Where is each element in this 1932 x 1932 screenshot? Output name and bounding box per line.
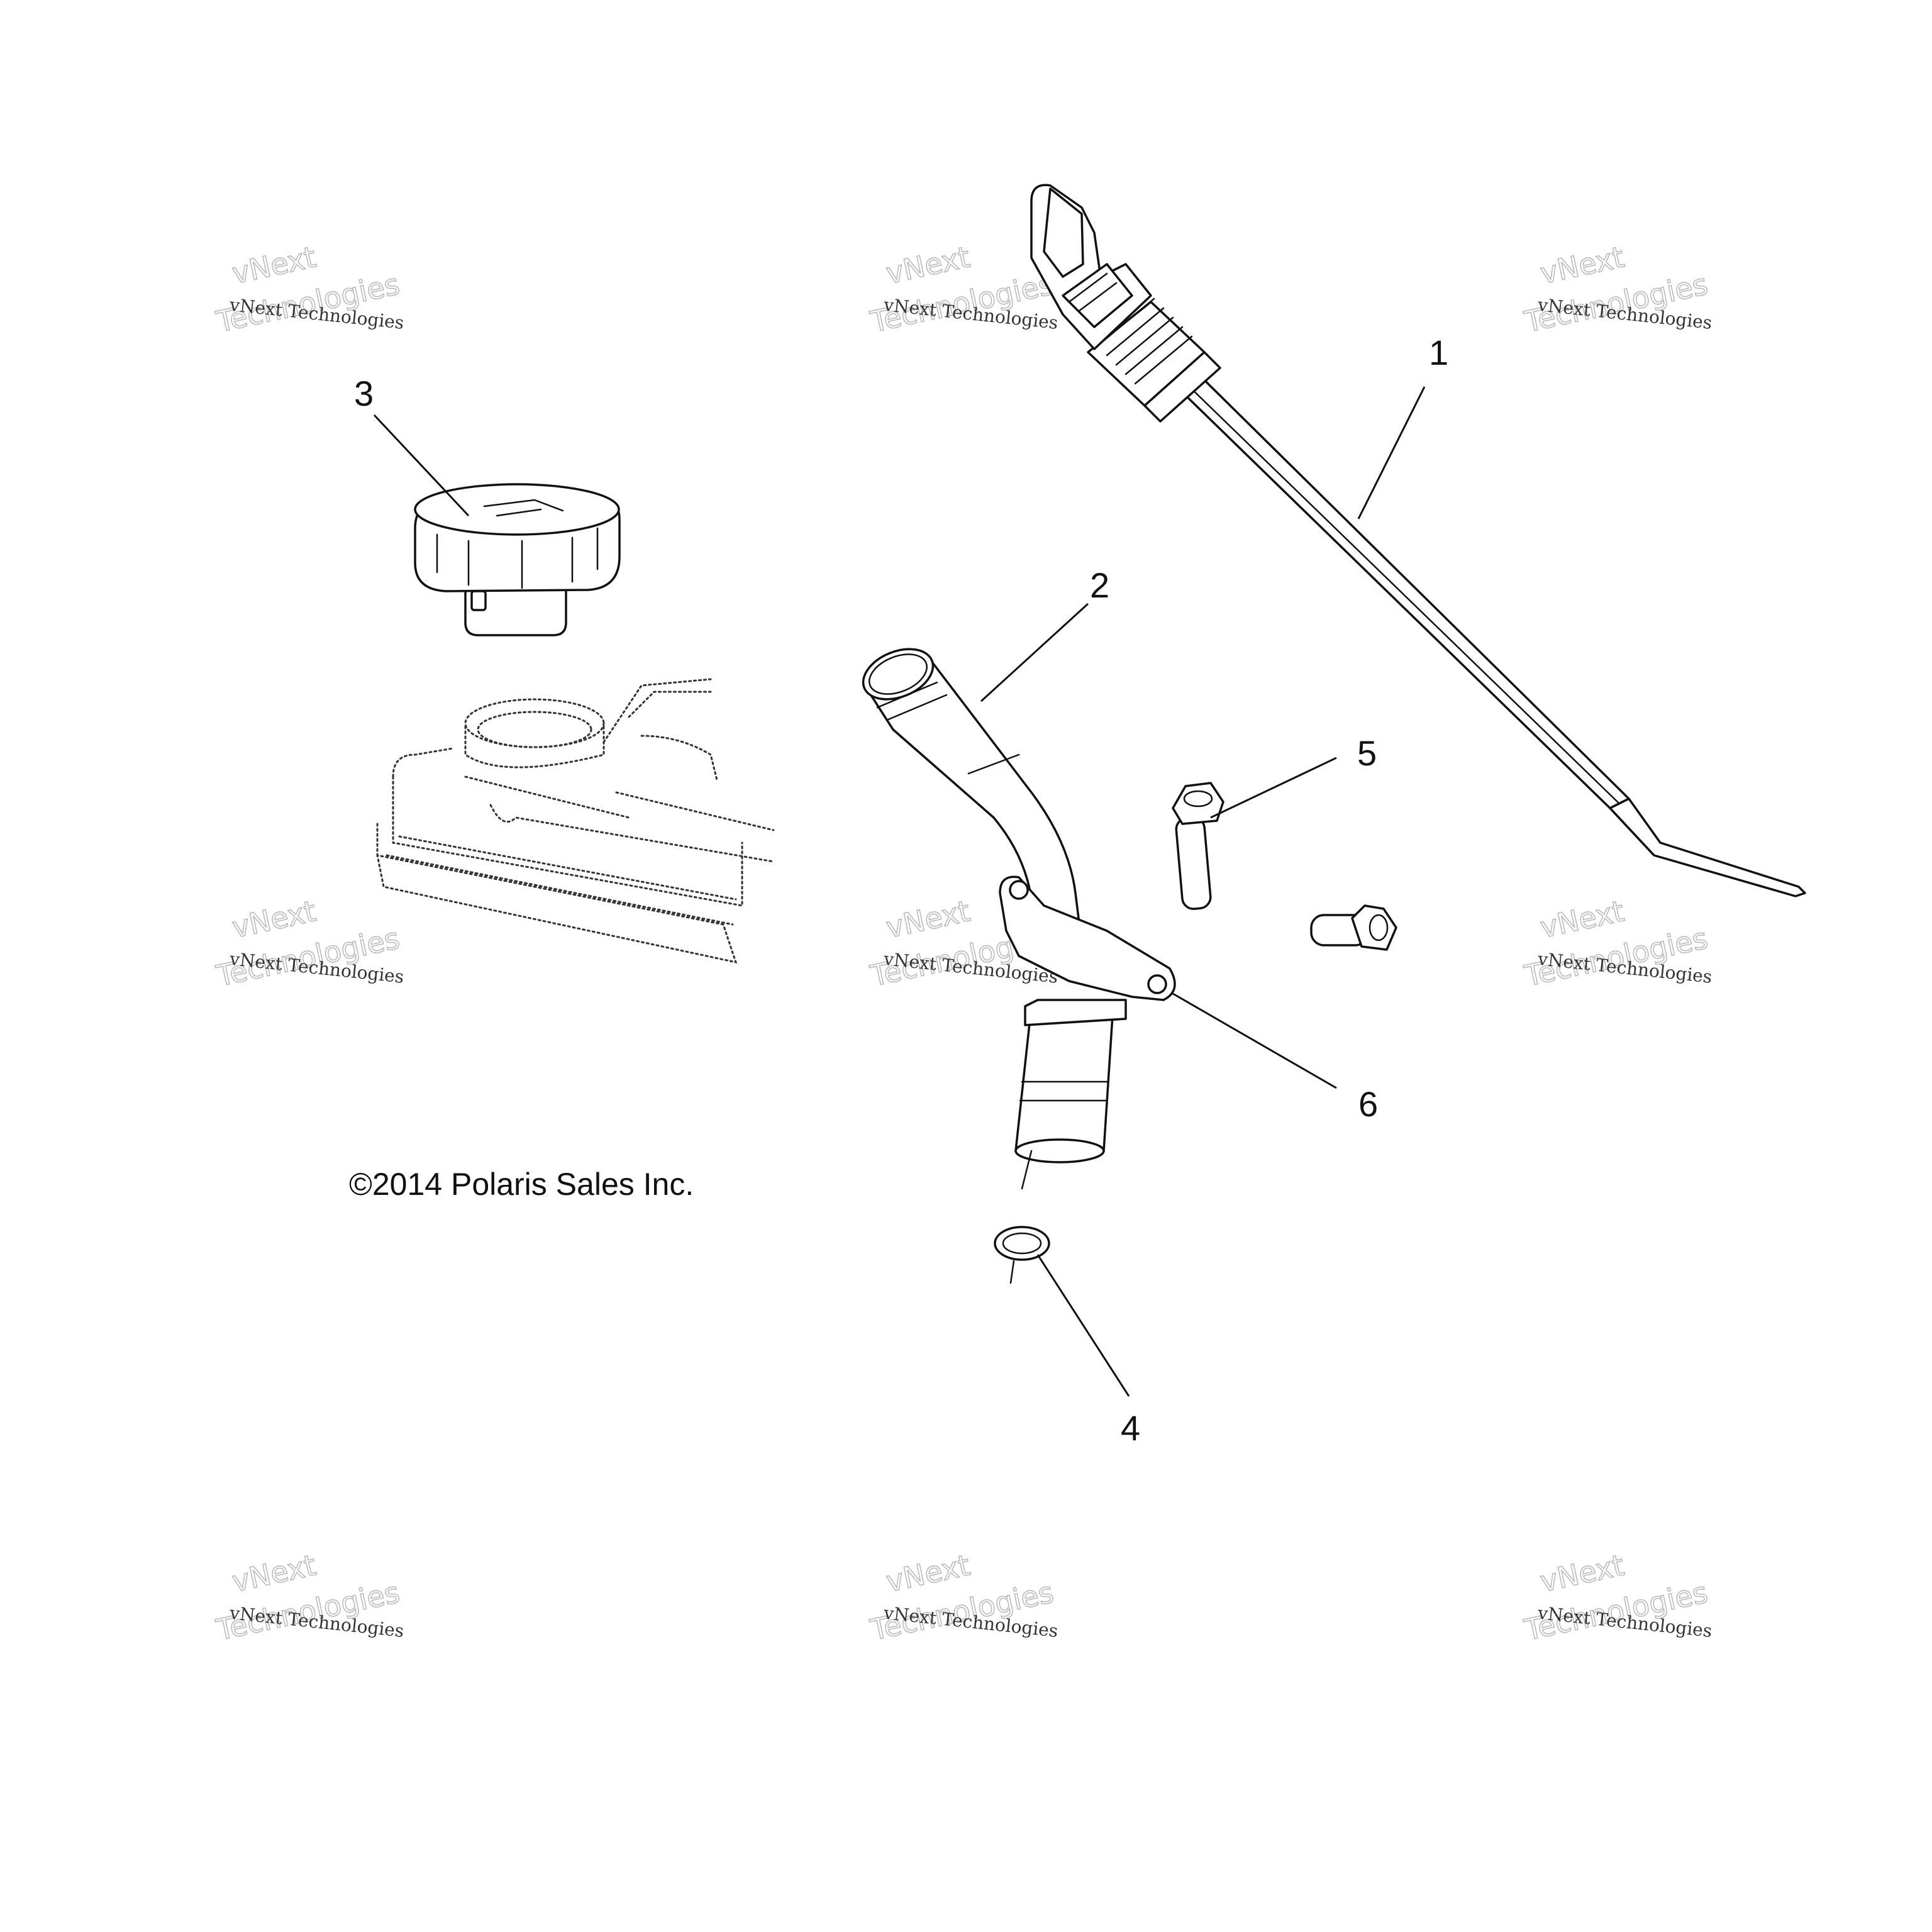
part-fill-tube (862, 648, 1176, 1190)
copyright-notice: ©2014 Polaris Sales Inc. (349, 1167, 694, 1202)
part-dipstick (1030, 184, 1806, 897)
watermark-brand: vNext (1537, 240, 1627, 291)
callout-4: 4 (1121, 1408, 1140, 1448)
leader-lines (373, 386, 1426, 1397)
watermark: vNext Technologies vNext Technologies (1521, 1547, 1713, 1647)
watermark: vNext Technologies vNext Technologies (867, 239, 1059, 339)
leader-6 (1172, 992, 1337, 1089)
watermark-brand: vNext (1537, 894, 1627, 945)
watermarks: vNext Technologies vNext Technologies vN… (213, 239, 1713, 1647)
callout-6: 6 (1358, 1084, 1378, 1124)
watermark: vNext Technologies vNext Technologies (1521, 893, 1713, 993)
leader-1 (1357, 386, 1426, 519)
leader-4 (1036, 1254, 1130, 1397)
part-o-ring (994, 1226, 1050, 1284)
callout-2: 2 (1090, 565, 1109, 605)
watermark: vNext Technologies vNext Technologies (213, 239, 405, 339)
watermark-brand: vNext (229, 1548, 319, 1599)
watermark: vNext Technologies vNext Technologies (213, 893, 405, 993)
callout-5: 5 (1357, 733, 1377, 773)
watermark: vNext Technologies vNext Technologies (867, 1547, 1059, 1647)
part-bolt-upper (1172, 782, 1224, 910)
leader-5 (1210, 757, 1337, 819)
part-bolt-lower (1310, 904, 1397, 951)
leader-3 (373, 414, 470, 517)
watermark: vNext Technologies vNext Technologies (213, 1547, 405, 1647)
callout-1: 1 (1429, 333, 1448, 372)
engine-valve-cover-reference (376, 678, 775, 964)
watermark-brand: vNext (1537, 1548, 1627, 1599)
callout-3: 3 (354, 374, 374, 413)
leader-2 (980, 602, 1089, 702)
watermark: vNext Technologies vNext Technologies (1521, 239, 1713, 339)
watermark-brand: vNext (883, 894, 973, 945)
callout-numbers: 1 2 3 4 5 6 (354, 333, 1448, 1448)
watermark-brand: vNext (229, 894, 319, 945)
watermark-brand: vNext (883, 1548, 973, 1599)
watermark-brand: vNext (883, 240, 973, 291)
watermark-brand: vNext (229, 240, 319, 291)
part-filler-cap (414, 483, 621, 636)
